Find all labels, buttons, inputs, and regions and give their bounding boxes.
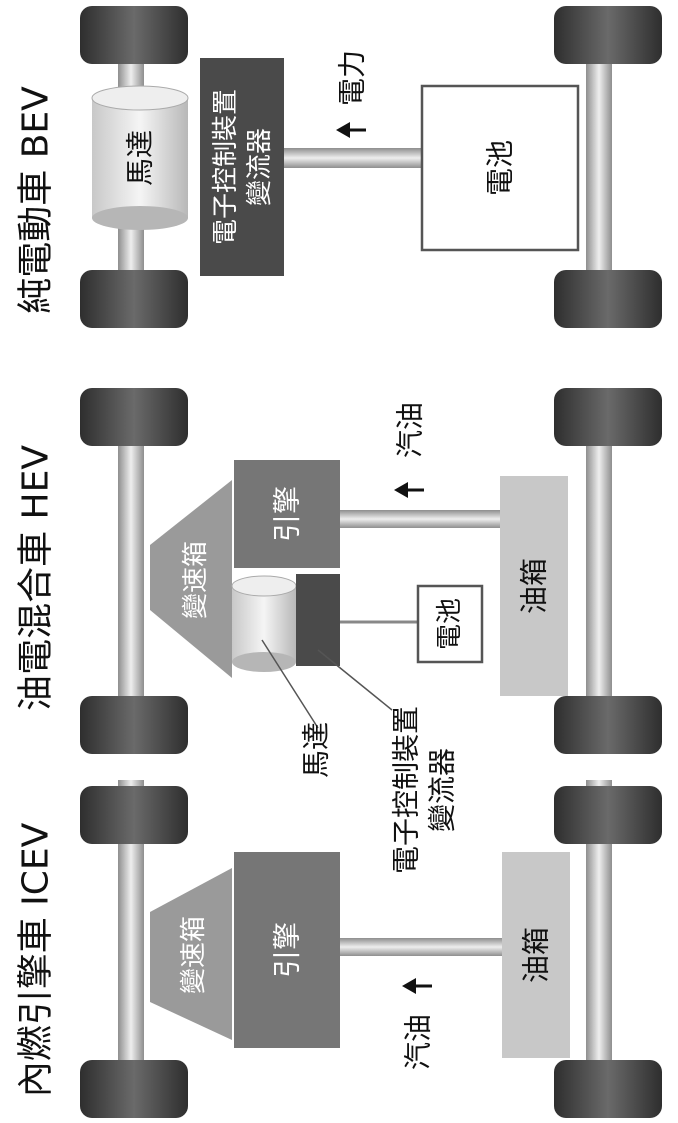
hev-battery-box (416, 584, 484, 664)
bev-power-shaft (284, 148, 422, 168)
icev-tire-rl (554, 786, 662, 844)
icev-fuel-arrow (402, 978, 432, 994)
hev-controller-callout-label-1: 電子控制裝置 (390, 706, 423, 874)
bev-motor-label: 馬達 (124, 130, 157, 186)
icev-fuel-tank-box (502, 852, 570, 1058)
icev-gearbox (150, 868, 232, 1040)
hev-gearbox (150, 480, 232, 678)
hev-controller-callout-label-2: 變流器 (426, 748, 459, 832)
hev-fuel-tank-label: 油箱 (518, 558, 551, 614)
hev-fuel-label: 汽油 (394, 402, 427, 458)
bev-power-arrow (336, 122, 366, 138)
hev-tire-rl (554, 388, 662, 446)
hev-motor-callout-line (261, 639, 319, 729)
bev-controller-box (200, 58, 284, 276)
hev-fuel-arrow (394, 482, 424, 498)
icev-fuel-label: 汽油 (402, 1014, 435, 1070)
hev-engine-label: 引擎 (271, 486, 304, 542)
bev-title: 純電動車 BEV (16, 86, 57, 314)
hev-fuel-shaft (340, 510, 500, 528)
icev-tire-fl (80, 786, 188, 844)
icev-tire-fr (80, 1060, 188, 1118)
hev-battery-label: 電池 (435, 598, 465, 650)
icev-fuel-shaft (340, 938, 502, 956)
bev-battery-box (420, 84, 580, 252)
hev-rear-axle (586, 392, 612, 750)
bev-tire-fl (80, 6, 188, 64)
icev-gearbox-label: 變速箱 (179, 916, 209, 994)
icev-engine-label: 引擎 (271, 922, 304, 978)
bev-tire-fr (80, 270, 188, 328)
hev-motor (231, 575, 297, 672)
icev-title: 內燃引擎車 ICEV (16, 822, 57, 1097)
hev-engine-box (234, 460, 340, 568)
hev-front-axle (118, 392, 144, 750)
bev-panel: 馬達 電子控制裝置 變流器 電池 電力 純電動車 BEV (16, 6, 662, 328)
hev-fuel-tank-box (500, 476, 568, 696)
bev-tire-rr (554, 270, 662, 328)
icev-engine-box (234, 852, 340, 1048)
hev-controller-callout-line (317, 649, 393, 711)
bev-controller-label-1: 電子控制裝置 (211, 89, 241, 245)
bev-controller-label-2: 變流器 (245, 128, 275, 206)
bev-power-label: 電力 (336, 50, 369, 106)
hev-title: 油電混合車 HEV (16, 445, 57, 711)
icev-fuel-tank-label: 油箱 (520, 927, 553, 983)
bev-battery-label: 電池 (484, 140, 517, 196)
hev-controller-box (296, 574, 340, 666)
hev-gearbox-label: 變速箱 (181, 541, 211, 619)
bev-motor (91, 85, 189, 230)
hev-tire-fr (80, 696, 188, 754)
bev-tire-rl (554, 6, 662, 64)
hev-motor-callout-label: 馬達 (300, 722, 333, 778)
hev-panel: 變速箱 引擎 電池 油箱 汽油 馬達 電子控制裝置 變流器 (16, 388, 662, 874)
icev-tire-rr (554, 1060, 662, 1118)
hev-tire-rr (554, 696, 662, 754)
icev-panel: 變速箱 引擎 油箱 汽油 內燃引擎車 ICEV (16, 780, 662, 1118)
hev-tire-fl (80, 388, 188, 446)
